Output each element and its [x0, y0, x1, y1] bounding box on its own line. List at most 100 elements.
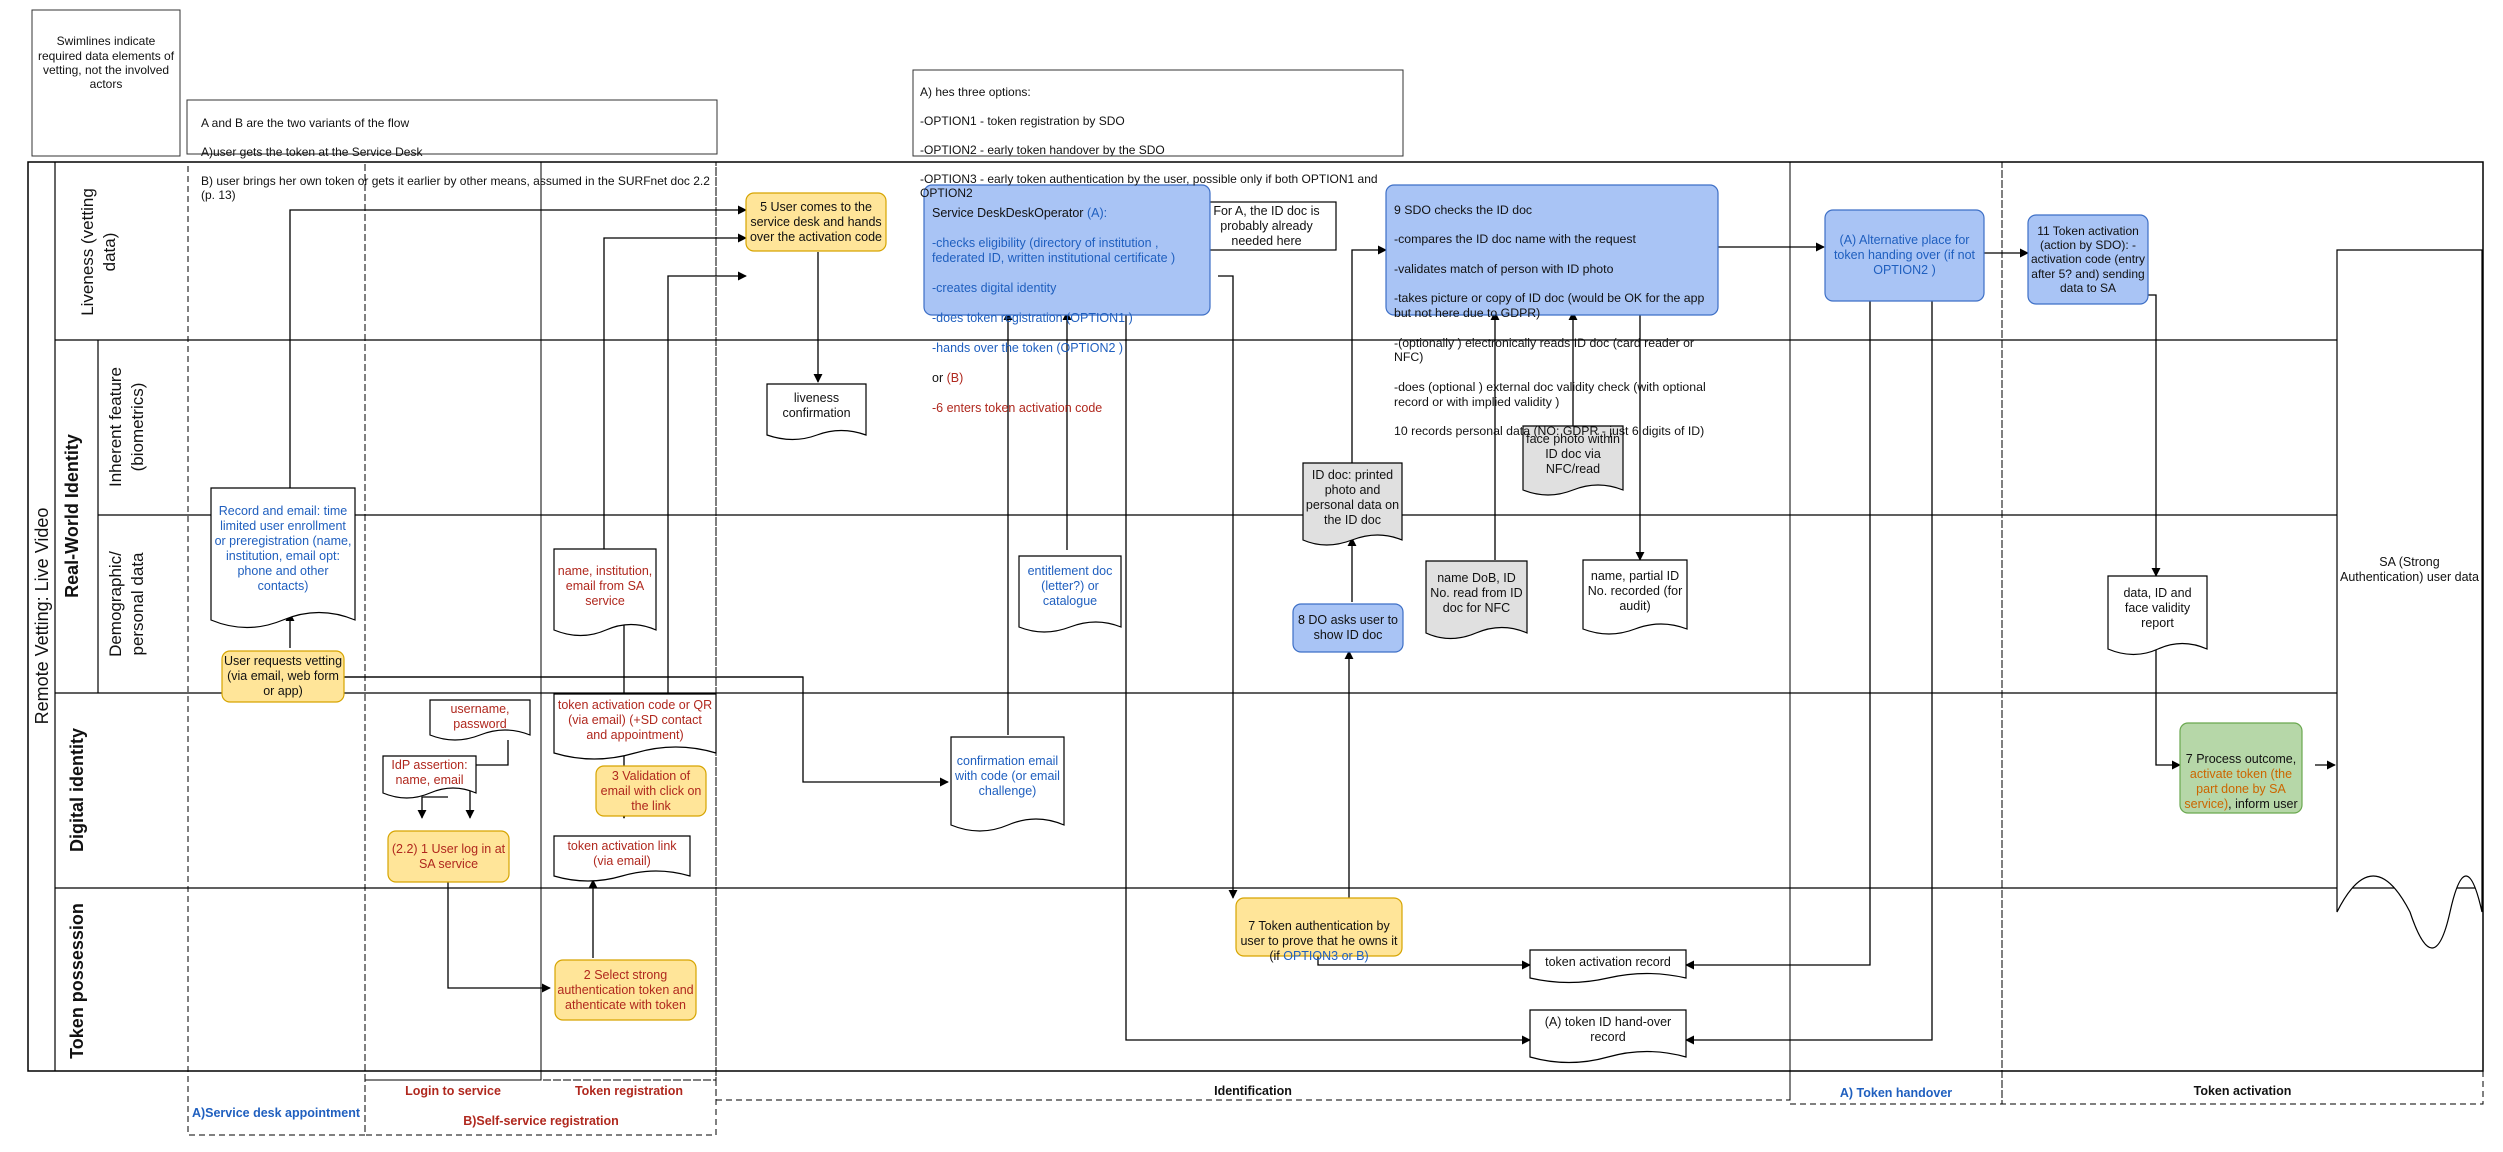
token-handover-record-doc: [1529, 1009, 1687, 1064]
lane-inherent: Inherent feature (biometrics): [106, 366, 147, 488]
sdo-checks-line-2: -compares the ID doc name with the reque…: [1394, 232, 1636, 247]
do-asks-box: [1292, 603, 1404, 653]
lane-liveness: Liveness (vetting data): [78, 188, 119, 316]
group-label: Real-World Identity: [62, 434, 82, 598]
sdo-checks-line-4: -takes picture or copy of ID doc (would …: [1394, 291, 1705, 320]
sdo-text: Service DeskDeskOperator (A): -checks el…: [932, 191, 1208, 415]
name-partial-doc: [1582, 559, 1688, 635]
face-photo-doc: [1522, 425, 1624, 496]
liveness-doc: [766, 383, 867, 441]
username-password-doc: [429, 699, 531, 741]
swimlane-note: Swimlines indicate required data element…: [37, 34, 175, 92]
sdo-title-line: Service DeskDeskOperator (A):: [932, 206, 1208, 221]
sdo-checks-line-6: -does (optional ) external doc validity …: [1394, 379, 1706, 409]
user-comes-box: [745, 192, 887, 252]
for-a-text: For A, the ID doc is probably already ne…: [1213, 203, 1320, 248]
name-partial-text: name, partial ID No. recorded (for audit…: [1587, 568, 1683, 613]
sdo-or: or: [932, 371, 944, 385]
token-activation-record-text: token activation record: [1545, 954, 1671, 969]
sdo-checks-line-5: -(optionally ) electronically reads ID d…: [1394, 335, 1695, 365]
select-token-text: 2 Select strong authentication token and…: [557, 967, 694, 1012]
token-activation-record-doc: [1529, 949, 1687, 984]
options-line-1: A) hes three options:: [920, 85, 1031, 100]
alternative-box: [1824, 209, 1985, 302]
lane-token: Token possession: [67, 903, 87, 1059]
sdo-line-2: -creates digital identity: [932, 281, 1057, 295]
sdo-checks-box: [1385, 184, 1719, 316]
phase-handover: A) Token handover: [1839, 1085, 1953, 1100]
phase-login: Login to service: [405, 1083, 501, 1098]
phase-identification: Identification: [1214, 1083, 1292, 1098]
variants-text: A and B are the two variants of the flow…: [193, 102, 713, 202]
swimlane-note-box: [31, 9, 181, 157]
sdo-line-4: -hands over the token (OPTION2 ): [932, 341, 1124, 355]
sdo-line-3: -does token registration (OPTION1 ): [932, 311, 1133, 325]
phase-activation: Token activation: [2193, 1083, 2292, 1098]
alternative-text: (A) Alternative place for token handing …: [1833, 233, 1976, 277]
sdo-or-b: (B): [946, 371, 964, 385]
entitlement-doc: [1018, 555, 1122, 633]
variants-line-3: B) user brings her own token or gets it …: [201, 173, 710, 203]
token-handover-record-text: (A) token ID hand-over record: [1544, 1015, 1672, 1044]
options-text: A) hes three options: -OPTION1 - token r…: [920, 71, 1400, 200]
record-email-text: Record and email: time limited user enro…: [214, 504, 352, 593]
variants-line-2: A)user gets the token at the Service Des…: [201, 145, 423, 160]
name-institution-doc: [553, 548, 657, 637]
phase-token-registration: Token registration: [574, 1083, 684, 1098]
sdo-title: Service DeskDeskOperator: [932, 206, 1084, 220]
sdo-or-line: or (B): [932, 371, 1208, 386]
process-activate: activate token (the part done by SA serv…: [2184, 767, 2293, 811]
token-auth-main: 7 Token authentication by user to prove …: [1240, 919, 1398, 963]
phase-service-desk: A)Service desk appointment: [191, 1105, 361, 1120]
sdo-line-1: -checks eligibility (directory of instit…: [932, 236, 1176, 265]
sdo-checks-line-1: 9 SDO checks the ID doc: [1394, 202, 1533, 217]
face-photo-text: face photo within ID doc via NFC/read: [1526, 431, 1620, 476]
login-text: (2.2) 1 User log in at SA service: [391, 841, 506, 871]
token-auth-option: OPTION3 or B): [1283, 949, 1369, 963]
token-auth-box: [1235, 897, 1403, 957]
select-token-box: [554, 959, 697, 1021]
process-main: 7 Process outcome,: [2185, 752, 2297, 766]
variants-line-1: A and B are the two variants of the flow: [201, 116, 410, 131]
process-outcome-text: 7 Process outcome, activate token (the p…: [2180, 723, 2302, 813]
token-link-text: token activation link (via email): [567, 839, 677, 868]
sdo-last-line: -6 enters token activation code: [932, 401, 1103, 415]
data-report-text: data, ID and face validity report: [2123, 585, 2192, 630]
sdo-checks-line-3: -validates match of person with ID photo: [1394, 261, 1614, 276]
validation-box: [595, 765, 707, 817]
user-requests-box: [221, 650, 345, 703]
pool-title: Remote Vetting: Live Video: [32, 507, 52, 725]
token-code-doc: [553, 693, 717, 760]
sdo-checks-text: 9 SDO checks the ID doc -compares the ID…: [1394, 188, 1716, 438]
options-line-3: -OPTION2 - early token handover by the S…: [920, 142, 1165, 157]
token-activation-11-box: [2027, 214, 2149, 305]
confirmation-doc: [950, 736, 1065, 832]
sdo-checks-line-7: 10 records personal data (NO: GDPR - jus…: [1394, 424, 1705, 438]
record-email-doc: [210, 487, 356, 629]
options-line-4: -OPTION3 - early token authentication by…: [920, 171, 1378, 201]
phase-box-service-desk: [187, 161, 366, 1136]
data-report-doc: [2107, 575, 2208, 656]
token-code-text: token activation code or QR (via email) …: [557, 697, 713, 742]
name-institution-text: name, institution, email from SA service: [557, 563, 653, 608]
username-password-text: username, password: [450, 702, 510, 731]
options-box: [912, 69, 1404, 157]
sdo-box: [923, 184, 1211, 316]
confirmation-text: confirmation email with code (or email c…: [955, 753, 1060, 798]
lane-digital: Digital identity: [67, 728, 87, 853]
sdo-title-tag: (A):: [1086, 206, 1108, 220]
entitlement-text: entitlement doc (letter?) or catalogue: [1027, 563, 1113, 608]
lane-demographic: Demographic/ personal data: [106, 551, 147, 657]
name-dob-doc: [1425, 560, 1528, 640]
token-auth-text: 7 Token authentication by user to prove …: [1236, 898, 1402, 963]
options-line-2: -OPTION1 - token registration by SDO: [920, 114, 1125, 129]
token-activation-11-text: 11 Token activation (action by SDO): -ac…: [2030, 223, 2146, 296]
id-doc-text: ID doc: printed photo and personal data …: [1305, 468, 1400, 527]
name-dob-text: name DoB, ID No. read from ID doc for NF…: [1430, 570, 1523, 615]
idp-assertion-doc: [382, 755, 477, 799]
process-outcome-box: [2179, 722, 2303, 814]
user-comes-text: 5 User comes to the service desk and han…: [749, 199, 883, 244]
validation-text: 3 Validation of email with click on the …: [600, 768, 702, 813]
